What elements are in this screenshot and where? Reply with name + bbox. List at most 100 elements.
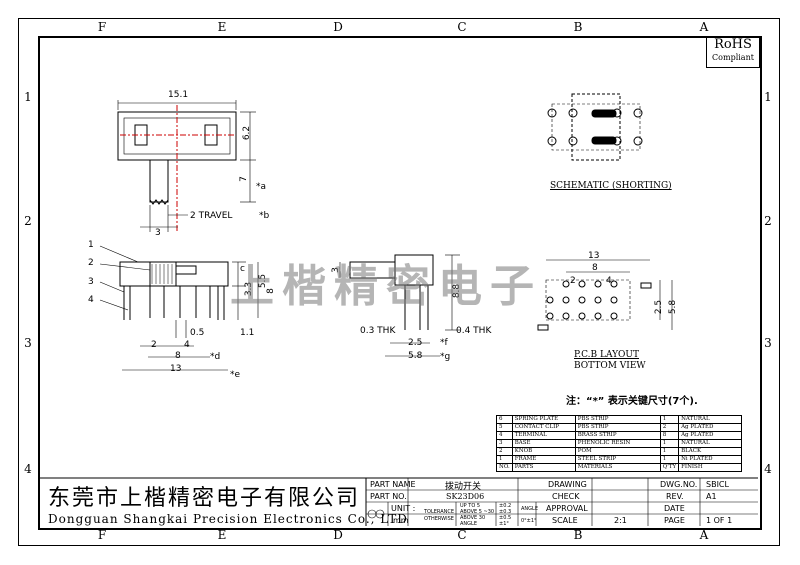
page-label: PAGE	[664, 516, 685, 525]
check-label: CHECK	[552, 492, 580, 501]
zone-letter-bottom-f: F	[97, 528, 107, 542]
top-height-dim: 6.2	[242, 125, 253, 141]
otherwise-label: OTHERWISE	[424, 516, 454, 522]
dwg-no-label: DWG.NO.	[660, 480, 698, 489]
front-dim-1-1: 1.1	[240, 328, 255, 338]
zone-number-left-2: 2	[24, 214, 32, 228]
callout-2: 2	[88, 258, 94, 268]
company-name-en: Dongguan Shangkai Precision Electronics …	[48, 512, 408, 526]
unit-value: mm	[393, 516, 409, 525]
front-dim-2: 2	[151, 340, 157, 350]
pcb-dim-2-5: 2.5	[654, 299, 665, 315]
front-dim-8b-mark: *d	[210, 352, 221, 362]
date-label: DATE	[664, 504, 685, 513]
key-dimension-note: 注：“*” 表示关键尺寸(7个).	[566, 396, 698, 407]
bom-cell: KNOB	[511, 447, 576, 456]
zone-letter-bottom-e: E	[217, 528, 227, 542]
bom-cell: 1	[659, 415, 680, 424]
bom-cell: 1	[659, 455, 680, 464]
side-thk-left: 0.3 THK	[360, 326, 396, 336]
scale-label: SCALE	[552, 516, 578, 525]
bom-cell: FINISH	[678, 463, 743, 472]
top-width-dim: 15.1	[168, 90, 189, 100]
unit-label: UNIT :	[391, 504, 416, 513]
side-dim-5-8: 5.8	[408, 351, 423, 361]
bom-cell: FRAME	[511, 455, 576, 464]
bom-cell: POM	[574, 447, 661, 456]
pcb-dim-2: 2	[570, 276, 576, 286]
bom-cell: PBS STRIP	[574, 423, 661, 432]
bom-cell: BASE	[511, 439, 576, 448]
drawing-inner-frame	[38, 36, 762, 530]
tol-row-3: ABOVE 30	[460, 515, 486, 521]
bom-cell: STEEL STRIP	[574, 455, 661, 464]
tol-value-2: ±0.3	[499, 509, 512, 515]
pcb-dim-4: 4	[606, 276, 612, 286]
rev-value: A1	[706, 492, 717, 501]
front-dim-0-5: 0.5	[190, 328, 205, 338]
bom-cell: 2	[659, 423, 680, 432]
bom-cell: NATURAL	[678, 439, 743, 448]
zone-number-right-2: 2	[764, 214, 772, 228]
front-dim-13: 13	[170, 364, 182, 374]
bom-cell: 4	[496, 431, 513, 440]
part-no-label: PART NO.	[370, 492, 407, 501]
bom-cell: 8	[659, 431, 680, 440]
part-name-value: 拨动开关	[445, 482, 482, 492]
tol-row-2: ABOVE 5 ~30	[460, 509, 495, 515]
front-dim-4: 4	[184, 340, 190, 350]
bom-cell: CONTACT CLIP	[511, 423, 576, 432]
zone-number-right-4: 4	[764, 462, 772, 476]
angle-label: ANGLE	[521, 506, 538, 512]
tol-value-4: ±1°	[499, 521, 509, 527]
knob-height-dim: 7	[238, 176, 249, 182]
front-dim-8b: 8	[175, 351, 181, 361]
front-view-body	[119, 261, 229, 287]
zone-number-right-3: 3	[764, 336, 772, 350]
bom-cell: 3	[496, 439, 513, 448]
top-view-body	[117, 111, 237, 161]
dwg-no-value: SBICL	[706, 480, 729, 489]
part-no-value: SK23D06	[446, 492, 485, 501]
part-name-label: PART NAME	[370, 480, 416, 489]
zone-letter-top-c: C	[457, 20, 467, 34]
zone-letter-top-d: D	[333, 20, 343, 34]
tol-row-1: UP TO 5	[460, 503, 481, 509]
bom-cell: 6	[496, 415, 513, 424]
travel-mark: *b	[259, 211, 270, 221]
pcb-dim-13: 13	[588, 251, 600, 261]
tol-row-4: ANGLE	[460, 521, 477, 527]
zone-number-left-1: 1	[24, 90, 32, 104]
bom-cell: PHENOLIC RESIN	[574, 439, 661, 448]
zone-letter-top-e: E	[217, 20, 227, 34]
zone-letter-bottom-a: A	[699, 528, 709, 542]
tolerance-label: TOLERANCE	[424, 509, 455, 515]
pcb-dim-5-8: 5.8	[668, 299, 679, 315]
front-dim-13-mark: *e	[230, 370, 241, 380]
drawing-outer-frame	[18, 18, 780, 546]
pcb-dim-8: 8	[592, 263, 598, 273]
rohs-subtitle: Compliant	[712, 53, 754, 62]
zone-letter-top-b: B	[573, 20, 583, 34]
bom-cell: BLACK	[678, 447, 743, 456]
front-dim-c: c	[240, 264, 245, 274]
bom-cell: 5	[496, 423, 513, 432]
bom-cell: TERMINAL	[511, 431, 576, 440]
bom-cell: 2	[496, 447, 513, 456]
bom-cell: NATURAL	[678, 415, 743, 424]
bom-cell: Ag PLATED	[678, 431, 743, 440]
callout-1: 1	[88, 240, 94, 250]
zone-number-left-4: 4	[24, 462, 32, 476]
pcb-caption-1: P.C.B LAYOUT	[574, 350, 640, 360]
zone-number-right-1: 1	[764, 90, 772, 104]
bom-cell: Ag PLATED	[678, 423, 743, 432]
bom-cell: 1	[496, 455, 513, 464]
bom-cell: Ni PLATED	[678, 455, 743, 464]
zone-letter-bottom-b: B	[573, 528, 583, 542]
travel-dim: 2 TRAVEL	[190, 211, 233, 221]
side-thk-right: 0.4 THK	[456, 326, 492, 336]
